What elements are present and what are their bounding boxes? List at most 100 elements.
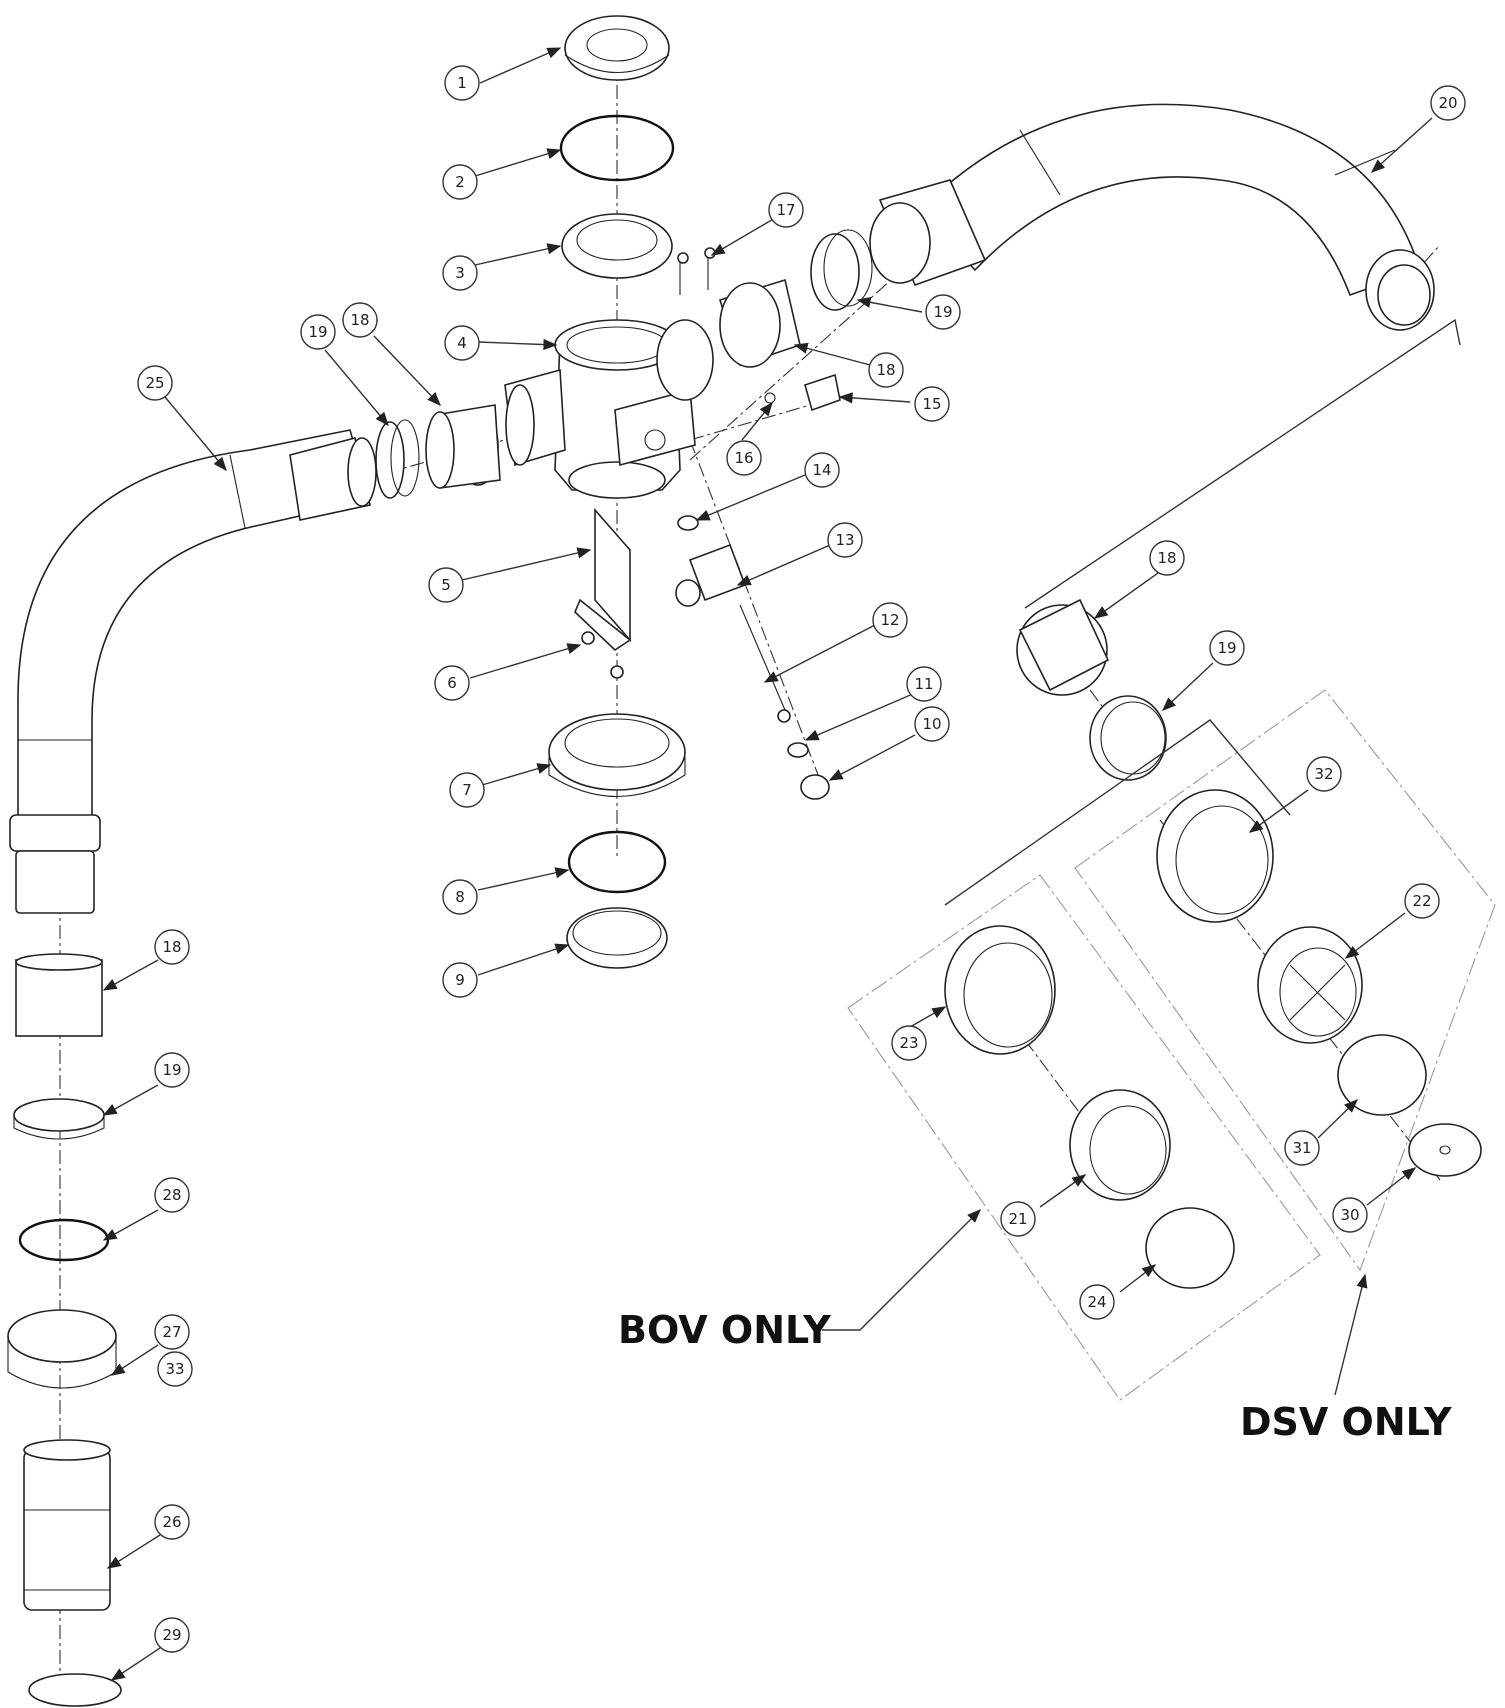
callout-number: 24 <box>1087 1293 1106 1311</box>
callout-21: 21 <box>1000 1201 1036 1237</box>
callout-number: 27 <box>162 1323 181 1341</box>
right-bracket-lines <box>944 318 1461 906</box>
callout-circle <box>428 567 464 603</box>
callout-19: 19 <box>300 314 336 350</box>
callout-3: 3 <box>442 255 478 291</box>
callout-number: 16 <box>734 449 753 467</box>
callout-circle <box>1430 85 1466 121</box>
callout-number: 19 <box>933 303 952 321</box>
callout-number: 19 <box>1217 639 1236 657</box>
callout-circle <box>1079 1284 1115 1320</box>
callout-circle <box>804 452 840 488</box>
callout-number: 19 <box>308 323 327 341</box>
callout-29: 29 <box>154 1617 190 1653</box>
callout-circle <box>444 65 480 101</box>
callout-number: 15 <box>922 395 941 413</box>
callout-number: 33 <box>165 1360 184 1378</box>
callout-22: 22 <box>1404 883 1440 919</box>
callout-number: 14 <box>812 461 831 479</box>
right-group-stack <box>944 598 1482 1289</box>
callout-number: 21 <box>1008 1210 1027 1228</box>
callout-18: 18 <box>868 352 904 388</box>
callout-28: 28 <box>154 1177 190 1213</box>
callout-layer: 1234567891011121314151617181920251819181… <box>137 65 1466 1653</box>
callout-number: 18 <box>162 938 181 956</box>
callout-circle <box>154 1504 190 1540</box>
callout-number: 18 <box>1157 549 1176 567</box>
side-valve-components <box>675 373 841 800</box>
callout-9: 9 <box>442 962 478 998</box>
callout-circle <box>872 602 908 638</box>
callout-6: 6 <box>434 665 470 701</box>
callout-19: 19 <box>925 294 961 330</box>
callout-number: 3 <box>455 264 465 282</box>
callout-circle <box>442 164 478 200</box>
callout-number: 29 <box>162 1626 181 1644</box>
callout-25: 25 <box>137 365 173 401</box>
callout-number: 20 <box>1438 94 1457 112</box>
callout-circle <box>300 314 336 350</box>
callout-23: 23 <box>891 1025 927 1061</box>
callout-10: 10 <box>914 706 950 742</box>
callout-circle <box>442 879 478 915</box>
callout-number: 9 <box>455 971 465 989</box>
left-elbow-pipe <box>9 429 377 914</box>
callout-circle <box>1332 1197 1368 1233</box>
callout-circle <box>449 772 485 808</box>
callout-15: 15 <box>914 386 950 422</box>
callout-number: 28 <box>162 1186 181 1204</box>
callout-number: 22 <box>1412 892 1431 910</box>
right-connector-rings <box>719 229 873 368</box>
callout-16: 16 <box>726 440 762 476</box>
callout-circle <box>726 440 762 476</box>
callout-number: 12 <box>880 611 899 629</box>
callout-18: 18 <box>154 929 190 965</box>
callout-number: 19 <box>162 1061 181 1079</box>
callout-number: 4 <box>457 334 467 352</box>
callout-number: 25 <box>145 374 164 392</box>
callout-13: 13 <box>827 522 863 558</box>
callout-number: 6 <box>447 674 457 692</box>
callout-number: 11 <box>914 675 933 693</box>
callout-circle <box>434 665 470 701</box>
callout-19: 19 <box>1209 630 1245 666</box>
left-connector-rings <box>375 404 501 499</box>
callout-circle <box>1149 540 1185 576</box>
callout-24: 24 <box>1079 1284 1115 1320</box>
callout-circle <box>906 666 942 702</box>
callout-circle <box>154 929 190 965</box>
callout-number: 18 <box>350 311 369 329</box>
callout-circle <box>914 706 950 742</box>
callout-circle <box>1209 630 1245 666</box>
right-elbow-pipe <box>869 103 1435 331</box>
callout-14: 14 <box>804 452 840 488</box>
callout-number: 2 <box>455 173 465 191</box>
callout-circle <box>1000 1201 1036 1237</box>
callout-20: 20 <box>1430 85 1466 121</box>
dsv-only-label: DSV ONLY <box>1240 1400 1452 1444</box>
callout-11: 11 <box>906 666 942 702</box>
callout-number: 18 <box>876 361 895 379</box>
callout-circle <box>925 294 961 330</box>
callout-number: 26 <box>162 1513 181 1531</box>
callout-circle <box>137 365 173 401</box>
callout-number: 17 <box>776 201 795 219</box>
callout-19: 19 <box>154 1052 190 1088</box>
callout-17: 17 <box>768 192 804 228</box>
callout-number: 8 <box>455 888 465 906</box>
callout-1: 1 <box>444 65 480 101</box>
callout-circle <box>868 352 904 388</box>
center-valve-stack <box>504 15 716 969</box>
callout-number: 10 <box>922 715 941 733</box>
callout-circle <box>157 1351 193 1387</box>
callout-26: 26 <box>154 1504 190 1540</box>
left-vertical-stack <box>7 953 122 1707</box>
callout-circle <box>154 1177 190 1213</box>
callout-number: 23 <box>899 1034 918 1052</box>
callout-32: 32 <box>1306 756 1342 792</box>
callout-circle <box>444 325 480 361</box>
callout-8: 8 <box>442 879 478 915</box>
callout-30: 30 <box>1332 1197 1368 1233</box>
callout-5: 5 <box>428 567 464 603</box>
